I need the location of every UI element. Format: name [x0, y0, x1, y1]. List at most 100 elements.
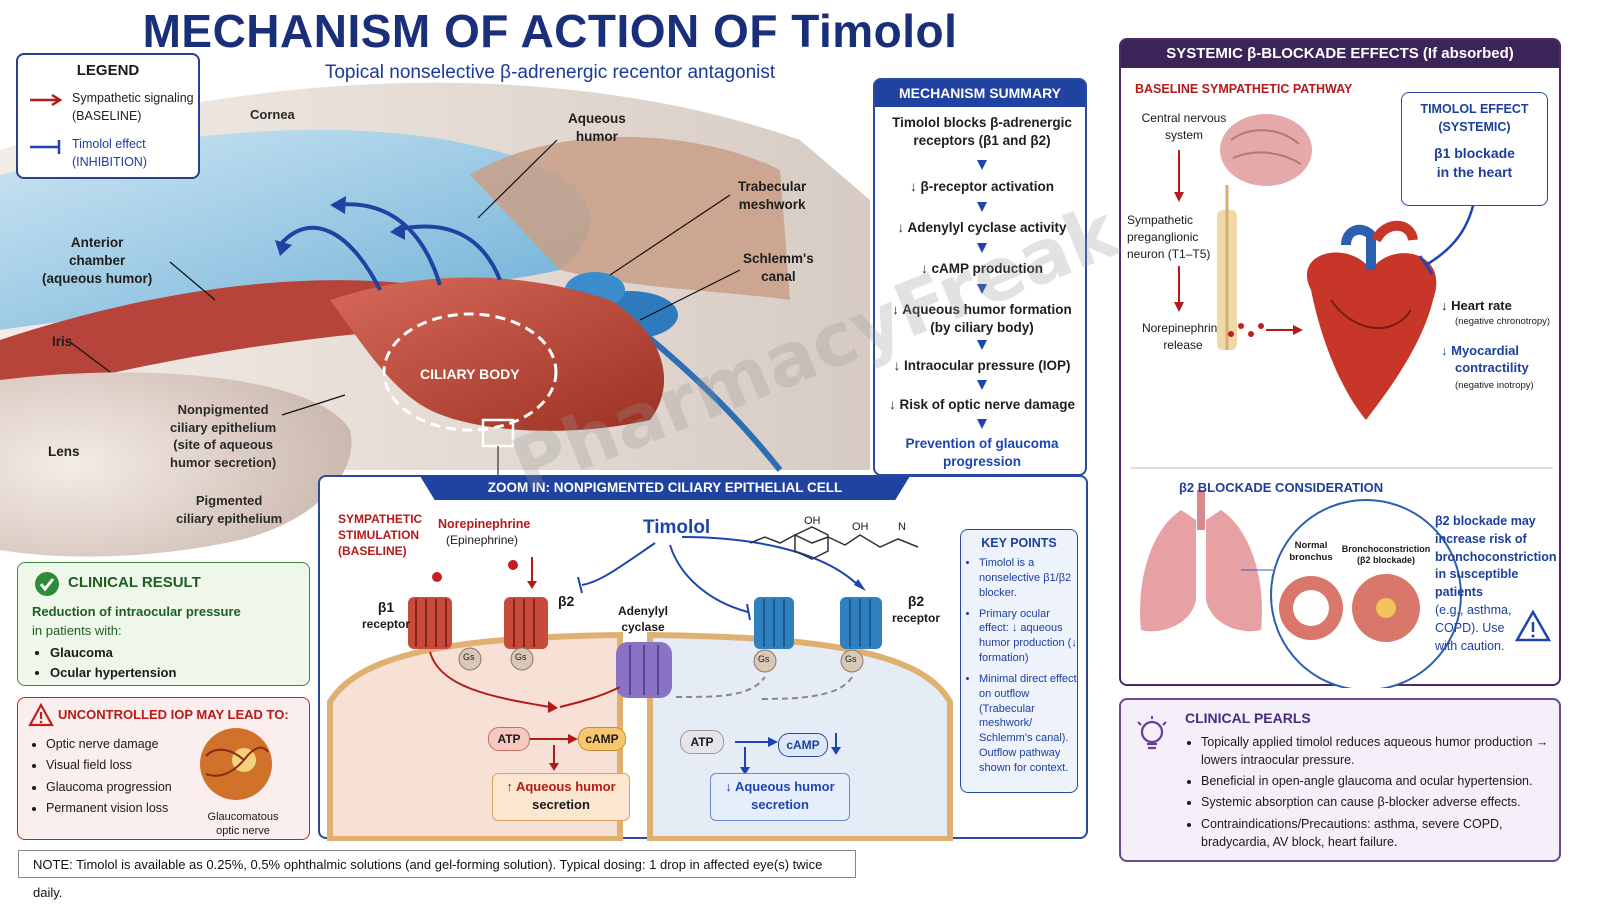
systemic-illustration [1131, 114, 1553, 688]
key-points-heading: KEY POINTS [981, 536, 1057, 550]
myocardial-sub: (negative inotropy) [1455, 380, 1534, 391]
key-point-item: Minimal direct effect on outflow (Trabec… [979, 672, 1077, 776]
legend-baseline-line1: Sympathetic signaling [72, 91, 194, 105]
clinical-result-item: Glaucoma [50, 643, 176, 663]
n-label: N [898, 521, 906, 533]
oh-label-1: OH [804, 515, 821, 527]
warning-icon [28, 703, 54, 727]
legend-inhibition-line1: Timolol effect [72, 137, 146, 151]
ciliary-body-label: CILIARY BODY [420, 366, 520, 382]
mechanism-step-5: ↓ Intraocular pressure (IOP) [893, 358, 1071, 373]
bronchoconstriction-label: Bronchoconstriction(β2 blockade) [1341, 544, 1431, 566]
pearl-item: Systemic absorption can cause β-blocker … [1201, 793, 1571, 811]
down-arrow-icon [977, 284, 987, 294]
legend-inhibition-line2: (INHIBITION) [72, 155, 147, 170]
timolol-label: Timolol [643, 517, 711, 538]
gs-label-4: Gs [845, 654, 857, 664]
beta-receptor-blocked-icon [754, 597, 794, 649]
legend-heading: LEGEND [76, 62, 140, 79]
systemic-header: SYSTEMIC β-BLOCKADE EFFECTS (If absorbed… [1121, 40, 1559, 68]
norepinephrine-label: Norepinephrine [438, 517, 531, 531]
baseline-pathway-heading: BASELINE SYMPATHETIC PATHWAY [1135, 82, 1353, 96]
zoom-header: ZOOM IN: NONPIGMENTED CILIARY EPITHELIAL… [420, 476, 910, 500]
down-arrow-icon [977, 340, 987, 350]
oh-label-2: OH [852, 521, 869, 533]
uncontrolled-item: Permanent vision loss [46, 798, 172, 819]
beta2-left-label: β2 [558, 593, 575, 609]
lightbulb-icon [1137, 716, 1167, 750]
key-points-panel: KEY POINTS Timolol is a nonselective β1/… [960, 529, 1078, 793]
key-point-item: Timolol is a nonselective β1/β2 blocker. [979, 556, 1077, 601]
check-circle-icon [35, 572, 59, 596]
down-arrow-icon [977, 202, 987, 212]
optic-nerve-image [200, 728, 272, 800]
mechanism-step-1: ↓ β-receptor activation [909, 179, 1055, 194]
systemic-panel: SYSTEMIC β-BLOCKADE EFFECTS (If absorbed… [1119, 38, 1561, 688]
pearl-item: Beneficial in open-angle glaucoma and oc… [1201, 772, 1571, 790]
page-subtitle: Topical nonselective β-adrenergic recent… [324, 62, 776, 83]
mechanism-step-2: ↓ Adenylyl cyclase activity [897, 220, 1067, 235]
epinephrine-label: (Epinephrine) [446, 533, 519, 547]
beta1-receptor-icon [408, 597, 452, 649]
mechanism-summary-header: MECHANISM SUMMARY [875, 80, 1085, 107]
down-arrow-icon [977, 160, 987, 170]
inhibition-arrow-icon [30, 140, 61, 154]
uncontrolled-heading: UNCONTROLLED IOP MAY LEAD TO: [58, 707, 289, 722]
cornea-label: Cornea [250, 107, 295, 122]
iris-label: Iris [52, 334, 73, 349]
pearl-item: Contraindications/Precautions: asthma, s… [1201, 815, 1571, 851]
legend-baseline-line2: (BASELINE) [72, 109, 142, 124]
beta2-receptor-right-icon [840, 597, 882, 649]
clinical-result-heading: CLINICAL RESULT [68, 574, 201, 591]
zoom-panel: ZOOM IN: NONPIGMENTED CILIARY EPITHELIAL… [318, 475, 1088, 841]
clinical-result-panel: CLINICAL RESULT Reduction of intraocular… [17, 562, 310, 686]
clinical-pearls-panel: CLINICAL PEARLS Topically applied timolo… [1119, 698, 1561, 862]
clinical-result-item: Ocular hypertension [50, 663, 176, 683]
down-arrow-icon [977, 380, 987, 390]
lens-label: Lens [48, 444, 80, 459]
heart-rate-sub: (negative chronotropy) [1455, 316, 1551, 327]
clinical-pearls-heading: CLINICAL PEARLS [1185, 710, 1311, 726]
gs-label-3: Gs [758, 654, 770, 664]
legend-panel: LEGEND Sympathetic signaling (BASELINE) T… [16, 53, 200, 179]
pearl-item: Topically applied timolol reduces aqueou… [1201, 733, 1571, 769]
beta2-receptor-left-icon [504, 597, 548, 649]
camp-right-badge: cAMP [778, 733, 828, 757]
uncontrolled-item: Optic nerve damage [46, 734, 172, 755]
gs-label-2: Gs [515, 652, 527, 662]
mechanism-summary-panel: MECHANISM SUMMARY Timolol blocks β-adren… [873, 78, 1087, 476]
gs-label-1: Gs [463, 652, 475, 662]
timolol-systemic-title: TIMOLOL EFFECT(SYSTEMIC) [1420, 102, 1529, 134]
legend-inhibition: Timolol effect (INHIBITION) [72, 135, 147, 171]
mechanism-step-4: ↓ Aqueous humor formation(by ciliary bod… [892, 302, 1072, 335]
down-arrow-icon [977, 243, 987, 253]
baseline-arrow-icon [30, 93, 63, 107]
uncontrolled-item: Visual field loss [46, 755, 172, 776]
mechanism-step-3: ↓ cAMP production [920, 261, 1043, 276]
heart-rate-label: ↓ Heart rate [1441, 298, 1512, 313]
camp-left-badge: cAMP [578, 727, 626, 751]
